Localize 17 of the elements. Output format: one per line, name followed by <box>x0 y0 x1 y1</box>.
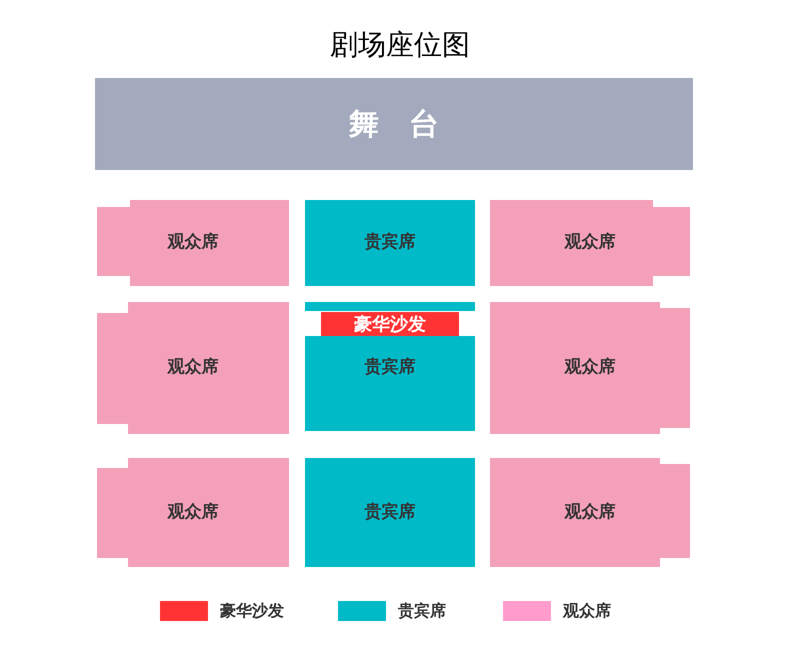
legend-label: 观众席 <box>563 600 611 622</box>
stage-band <box>95 78 693 170</box>
section-label: 观众席 <box>168 231 218 254</box>
section-label: 观众席 <box>168 356 218 380</box>
section-label: 贵宾席 <box>364 356 416 380</box>
section-label: 豪华沙发 <box>354 312 426 336</box>
legend-label: 豪华沙发 <box>220 600 284 622</box>
section-label: 观众席 <box>564 500 616 524</box>
sofa-section <box>321 312 459 336</box>
stage-label: 舞 台 <box>349 106 439 144</box>
legend-label: 贵宾席 <box>398 600 446 622</box>
section-label: 贵宾席 <box>364 231 416 254</box>
section-label: 观众席 <box>168 500 218 524</box>
chart-title: 剧场座位图 <box>329 27 471 63</box>
section-label: 观众席 <box>564 356 616 380</box>
section-label: 贵宾席 <box>364 500 416 524</box>
section-label: 观众席 <box>564 231 616 254</box>
